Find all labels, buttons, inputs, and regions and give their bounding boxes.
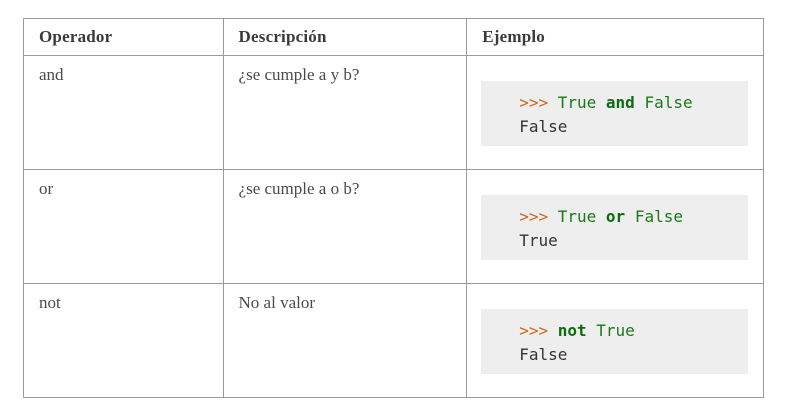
header-descripcion: Descripción (222, 18, 468, 56)
header-ejemplo: Ejemplo (466, 18, 764, 56)
code-prompt: >>> (519, 207, 549, 226)
code-value: True (557, 207, 597, 226)
operator-cell: or (23, 169, 224, 284)
code-value: False (644, 93, 693, 112)
code-input-line: >>> True and False (519, 91, 748, 115)
table-row: not No al valor >>> not True False (23, 283, 764, 398)
table-row: or ¿se cumple a o b? >>> True or False T… (23, 169, 764, 284)
example-cell: >>> not True False (466, 283, 764, 398)
code-example: >>> True or False True (481, 195, 748, 260)
code-example: >>> True and False False (481, 81, 748, 146)
code-output-line: True (519, 231, 558, 250)
table-row: and ¿se cumple a y b? >>> True and False… (23, 55, 764, 170)
code-value: True (596, 321, 635, 340)
table-header-row: Operador Descripción Ejemplo (23, 18, 764, 56)
code-input-line: >>> not True (519, 319, 748, 343)
code-example: >>> not True False (481, 309, 748, 374)
code-prompt: >>> (519, 321, 549, 340)
operator-name: or (39, 179, 54, 198)
code-operator: not (557, 321, 587, 340)
operator-name: not (39, 293, 61, 312)
description-cell: ¿se cumple a y b? (222, 55, 468, 170)
code-value: True (557, 93, 597, 112)
operator-description: ¿se cumple a y b? (238, 65, 360, 84)
operator-cell: not (23, 283, 224, 398)
description-cell: No al valor (222, 283, 468, 398)
operators-table: Operador Descripción Ejemplo and ¿se cum… (23, 18, 764, 398)
example-cell: >>> True or False True (466, 169, 764, 284)
code-operator: and (605, 93, 635, 112)
example-cell: >>> True and False False (466, 55, 764, 170)
operator-description: ¿se cumple a o b? (238, 179, 360, 198)
code-output-line: False (519, 345, 568, 364)
description-cell: ¿se cumple a o b? (222, 169, 468, 284)
code-input-line: >>> True or False (519, 205, 748, 229)
code-operator: or (605, 207, 626, 226)
operator-description: No al valor (238, 293, 316, 312)
code-prompt: >>> (519, 93, 549, 112)
operator-name: and (39, 65, 64, 84)
header-operador: Operador (23, 18, 224, 56)
code-output-line: False (519, 117, 568, 136)
code-value: False (634, 207, 683, 226)
operator-cell: and (23, 55, 224, 170)
